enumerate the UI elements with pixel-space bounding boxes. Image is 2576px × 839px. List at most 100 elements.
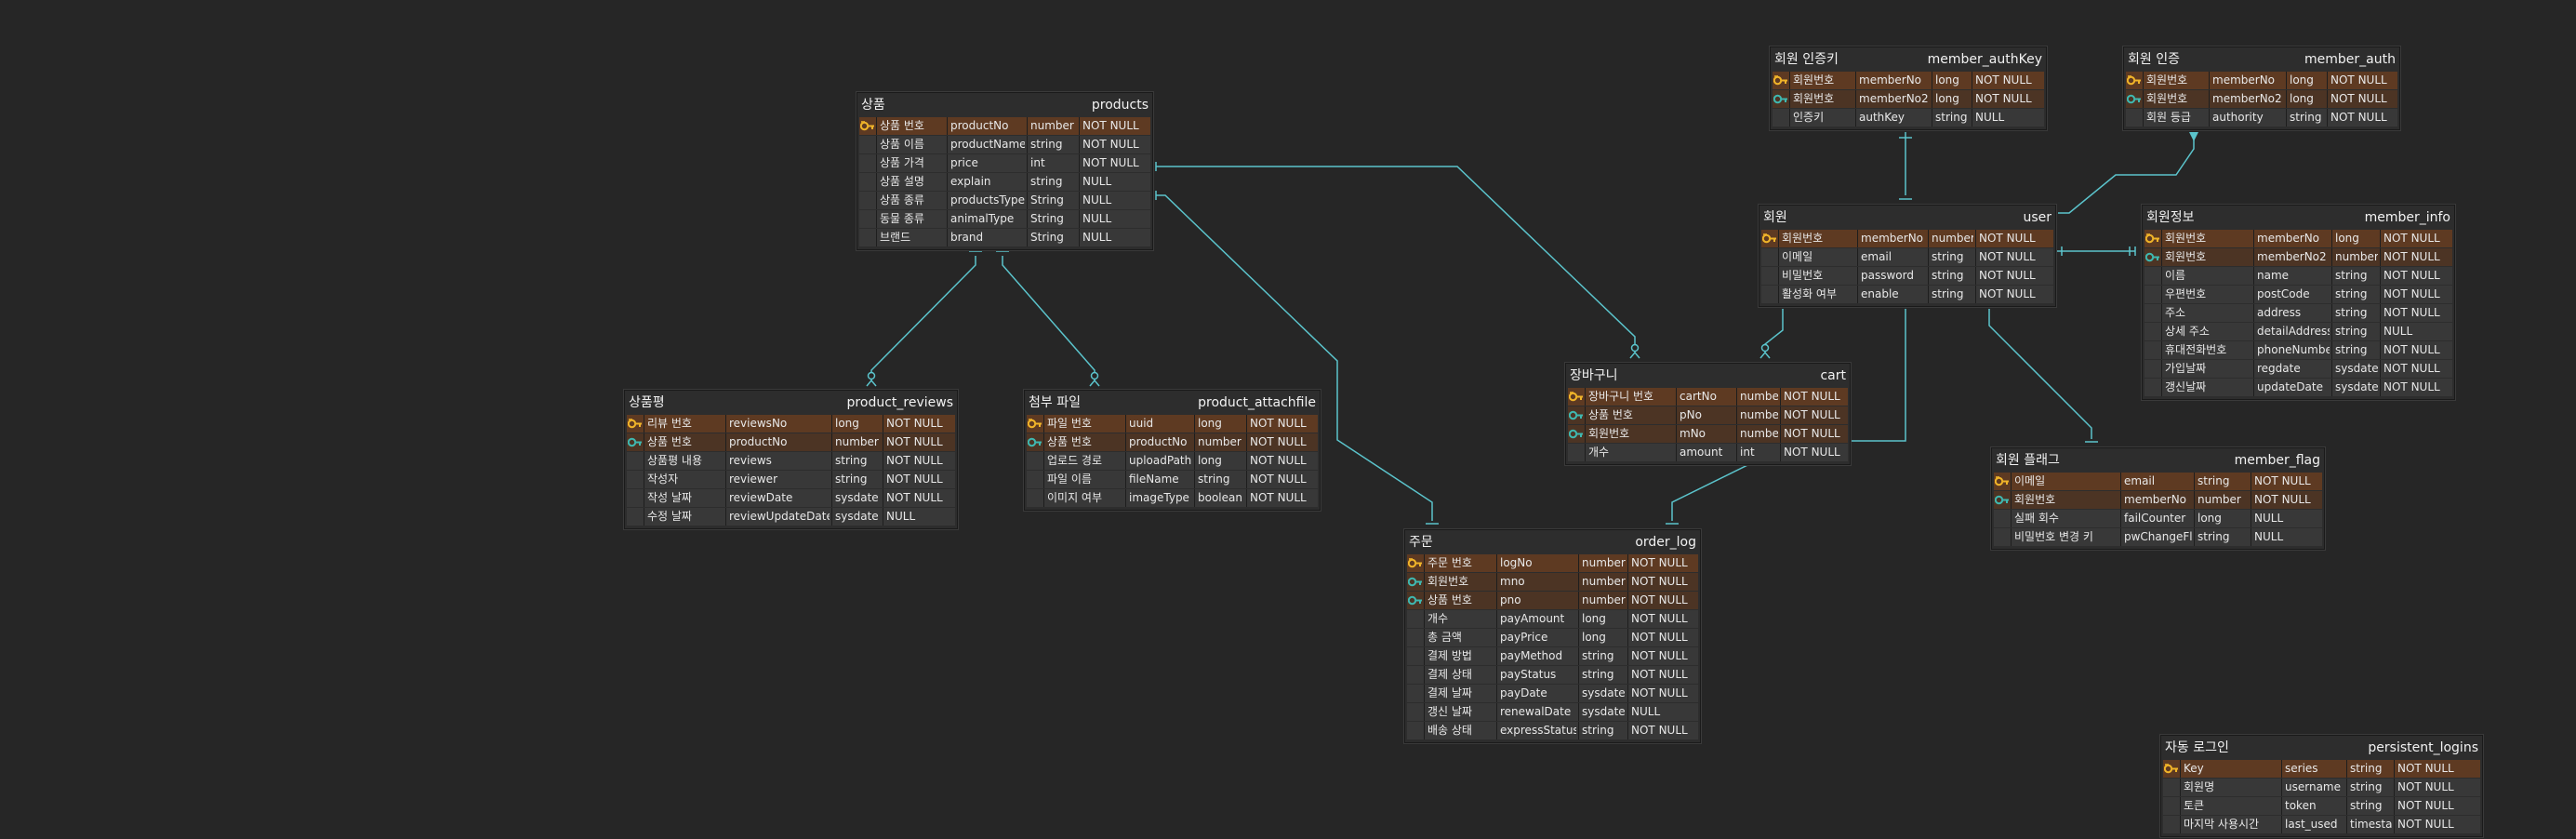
attribute-row[interactable]: 비밀번호 변경 키pwChangeFlagstringNULL [1994,528,2322,546]
attribute-nullability: NOT NULL [2380,304,2454,322]
attribute-physical-name: uploadPath [1125,452,1192,470]
relationship-user-cart[interactable] [1764,309,1784,353]
attribute-nullability: NULL [2251,510,2324,527]
attribute-type: string [1578,722,1626,739]
attribute-nullability: NOT NULL [2380,248,2454,266]
relationship-products-attachfile[interactable] [1002,256,1095,381]
attribute-row[interactable]: 장바구니 번호cartNonumberNOT NULL [1568,388,1848,406]
relationship-user-auth[interactable] [2058,135,2195,214]
key-cell [1994,473,2009,490]
attribute-type: long [2286,72,2325,89]
attribute-nullability: NOT NULL [1246,452,1320,470]
attribute-type: string [1194,471,1244,488]
relationship-user-flag[interactable] [1988,309,2092,439]
attribute-physical-name: detailAddress [2253,323,2330,340]
attribute-row[interactable]: 회원번호mNonumberNOT NULL [1568,425,1848,443]
relationship-products-cart[interactable] [1156,166,1636,353]
attribute-nullability: NOT NULL [2380,286,2454,303]
relationship-products-reviews[interactable] [870,256,976,381]
attribute-row[interactable]: 상품 번호pNonumberNOT NULL [1568,406,1848,424]
attribute-nullability: NOT NULL [2380,230,2454,247]
key-cell [1994,491,2009,509]
